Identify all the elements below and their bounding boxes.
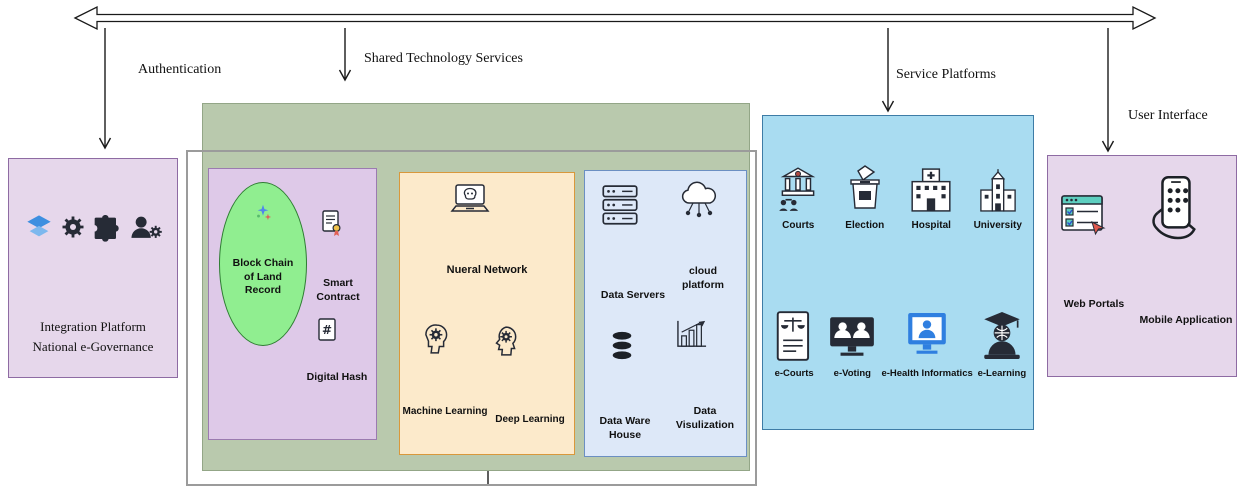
service-label: University [973, 220, 1022, 231]
integration-platform-panel: Integration Platform National e-Governan… [8, 158, 178, 378]
service-item-election: Election [832, 150, 899, 231]
service-item-university: University [965, 150, 1032, 231]
deep-learning-icon [495, 326, 517, 356]
courts-icon [779, 167, 816, 211]
e-health-icon [908, 313, 946, 354]
gear-icon [62, 216, 83, 238]
hospital-icon [911, 168, 951, 212]
shared-technology-frame [186, 150, 757, 486]
service-platforms-panel: Courts Election [762, 115, 1034, 430]
puzzle-icon [94, 215, 119, 242]
e-courts-icon [776, 311, 810, 361]
e-learning-icon [984, 312, 1020, 359]
service-label: e-Health Informatics [881, 368, 973, 379]
service-item-e-voting: e-Voting [823, 278, 881, 379]
blockchain-panel: Block Chain of Land Record Smart Contrac… [208, 168, 377, 440]
cloud-platform-icon [681, 181, 716, 218]
integration-panel-title: Integration Platform National e-Governan… [32, 319, 154, 355]
machine-learning-label: Machine Learning [402, 406, 488, 417]
service-platforms-label: Service Platforms [896, 67, 996, 82]
service-label: e-Voting [833, 368, 871, 379]
neural-network-label: Nueral Network [446, 264, 528, 276]
deep-learning-label: Deep Learning [495, 414, 565, 425]
service-label: Election [845, 220, 885, 231]
service-label: e-Learning [977, 368, 1027, 379]
data-visualization-label: Data Visulization [675, 405, 735, 431]
shared-technology-label: Shared Technology Services [364, 51, 523, 66]
smart-contract-icon [322, 210, 341, 236]
service-label: Hospital [911, 220, 951, 231]
browser-icon [1061, 195, 1106, 236]
service-item-e-learning: e-Learning [973, 278, 1031, 379]
digital-hash-icon: # [318, 318, 336, 341]
sparkle-icon [257, 204, 272, 221]
double-arrow [73, 5, 1157, 31]
mobile-application-label: Mobile Application [1139, 314, 1233, 326]
svg-text:#: # [322, 323, 332, 337]
data-servers-label: Data Servers [600, 289, 666, 301]
smart-contract-label: Smart Contract [316, 277, 360, 303]
e-voting-icon [830, 317, 875, 356]
blockchain-ellipse: Block Chain of Land Record [219, 182, 307, 346]
digital-hash-label: Digital Hash [306, 371, 368, 383]
authentication-label: Authentication [138, 62, 222, 77]
service-item-e-health: e-Health Informatics [881, 278, 973, 379]
data-panel: Data Servers cloud platform Data Ware Ho… [584, 170, 747, 457]
layers-icon [26, 215, 51, 237]
web-portals-label: Web Portals [1063, 298, 1125, 310]
machine-learning-icon [425, 324, 448, 354]
service-item-e-courts: e-Courts [765, 278, 823, 379]
user-interface-panel: Web Portals Mobile Application [1047, 155, 1237, 377]
university-icon [979, 169, 1016, 212]
ai-panel: Nueral Network Machine Learning Deep Lea… [399, 172, 575, 455]
data-servers-icon [602, 185, 638, 225]
data-warehouse-label: Data Ware House [599, 415, 651, 441]
data-visualization-icon [677, 320, 707, 347]
service-item-hospital: Hospital [898, 150, 965, 231]
election-icon [850, 165, 880, 209]
user-gear-icon [130, 216, 162, 238]
neural-network-icon [450, 184, 490, 212]
data-warehouse-icon [612, 331, 632, 360]
mobile-hand-icon [1152, 175, 1196, 240]
service-item-courts: Courts [765, 150, 832, 231]
user-interface-label: User Interface [1128, 108, 1208, 123]
cloud-platform-label: cloud platform [682, 265, 724, 291]
service-label: Courts [782, 220, 815, 231]
blockchain-ellipse-label: Block Chain of Land Record [232, 257, 294, 297]
service-label: e-Courts [774, 368, 814, 379]
